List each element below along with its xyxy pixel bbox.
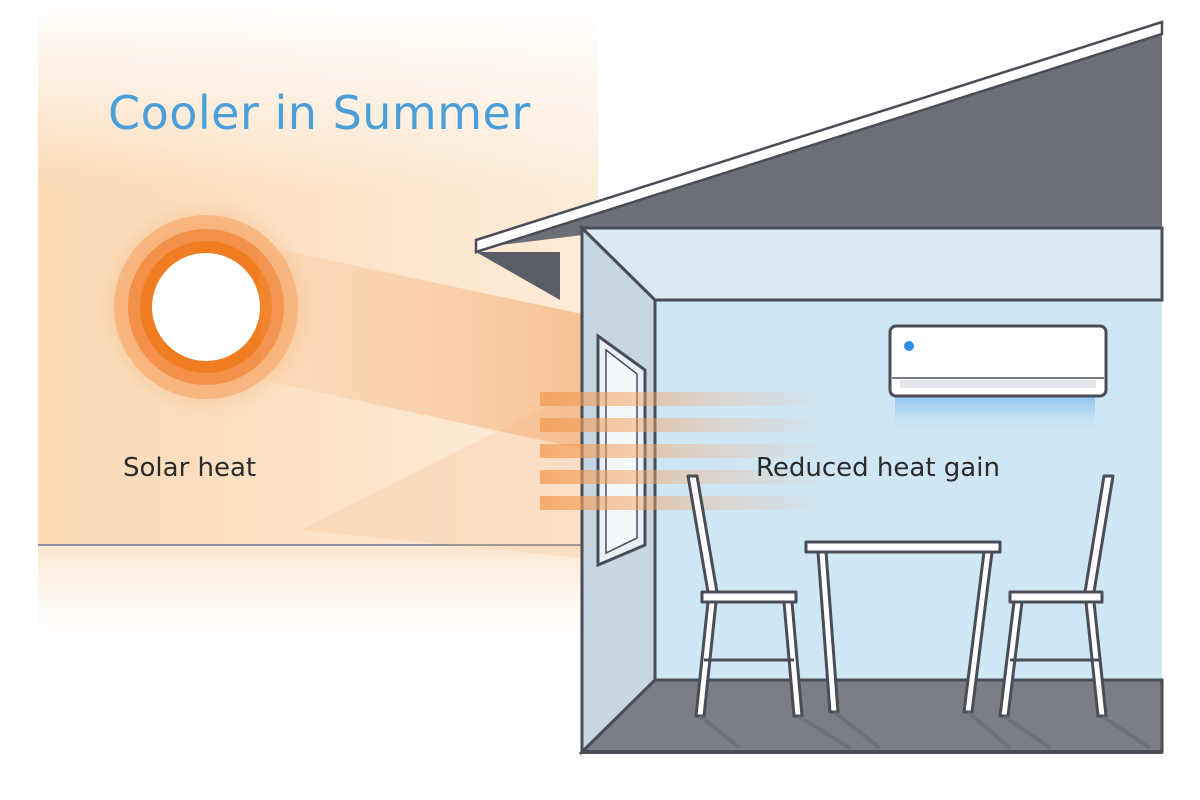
page-title: Cooler in Summer (108, 86, 531, 140)
ceiling (578, 226, 1164, 302)
ground-glow (38, 545, 598, 665)
table-icon (804, 540, 1002, 714)
chair-right-icon (998, 474, 1115, 718)
floor-shadows (698, 710, 1152, 750)
solar-heat-label: Solar heat (123, 453, 257, 483)
sun-icon (88, 189, 324, 425)
chair-left-icon (686, 474, 804, 718)
solar-heat-beam (258, 245, 610, 455)
reduced-heat-stripes (540, 392, 830, 510)
air-conditioner-icon (888, 324, 1108, 428)
reduced-heat-gain-label: Reduced heat gain (756, 453, 1000, 483)
solar-heat-beam-lower (300, 380, 600, 560)
roof (474, 20, 1164, 300)
